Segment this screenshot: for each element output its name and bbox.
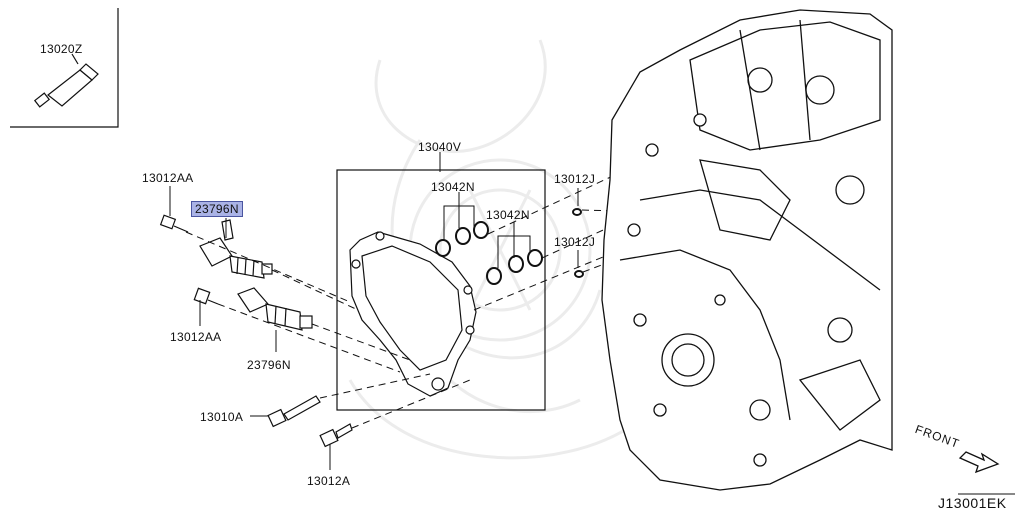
seal-washers: [572, 208, 584, 278]
solenoid-valve-upper: [199, 219, 273, 279]
part-number-label-bolt-upper[interactable]: 13012AA: [142, 171, 194, 185]
timing-cover-drawing: [349, 231, 477, 397]
part-number-label-cover-assembly[interactable]: 13040V: [418, 140, 462, 154]
sealant-inset: [10, 8, 119, 128]
front-arrow-icon: [958, 451, 1000, 474]
diagram-code-label: J13001EK: [938, 495, 1007, 511]
part-number-label-solenoid-lower[interactable]: 23796N: [247, 358, 291, 372]
bolt-bottom-icon: [319, 423, 353, 448]
leader-lines: [169, 152, 1015, 495]
part-number-label-bolt-lower[interactable]: 13012AA: [170, 330, 222, 344]
part-number-label-oring-set-2[interactable]: 13042N: [486, 208, 530, 222]
solenoid-valve-lower: [237, 287, 313, 331]
part-number-label-seal-lower[interactable]: 13012J: [554, 235, 596, 249]
bolt-upper-icon: [159, 214, 189, 233]
part-number-label-bolt-long[interactable]: 13010A: [200, 410, 244, 424]
engine-block-drawing: [601, 9, 893, 491]
part-number-label-solenoid-upper[interactable]: 23796N: [191, 201, 243, 217]
bolt-lower-icon: [193, 287, 219, 305]
cover-assembly-box: [336, 169, 546, 411]
part-number-label-seal-upper[interactable]: 13012J: [554, 172, 596, 186]
part-number-label-oring-set-1[interactable]: 13042N: [431, 180, 475, 194]
bolt-long-icon: [267, 395, 321, 428]
part-number-label-bolt-bottom[interactable]: 13012A: [307, 474, 351, 488]
sealant-tube-icon: [33, 63, 99, 108]
part-number-label-sealant[interactable]: 13020Z: [40, 42, 83, 56]
